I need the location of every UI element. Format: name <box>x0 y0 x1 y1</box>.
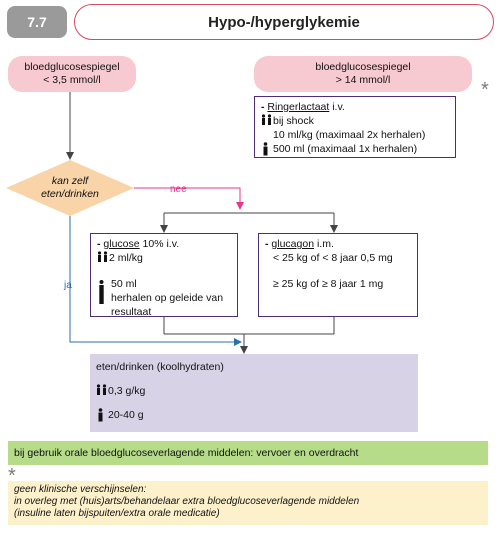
ringer-heading: - Ringerlactaat i.v. <box>261 101 345 113</box>
glucose-box: - glucose 10% i.v. 2 ml/kg 50 ml herhale… <box>90 233 238 319</box>
glucagon-rule-1: < 25 kg of < 8 jaar 0,5 mg <box>273 252 393 264</box>
adult-icon <box>96 408 108 426</box>
adult-icon <box>261 142 273 160</box>
glucagon-box: - glucagon i.m. < 25 kg of < 8 jaar 0,5 … <box>258 233 418 317</box>
glucose-heading: - glucose 10% i.v. <box>97 238 180 250</box>
children-icon <box>96 384 108 400</box>
label-no: nee <box>170 184 187 195</box>
page-title: Hypo-/hyperglykemie <box>74 4 494 40</box>
arrow-no <box>134 187 244 210</box>
glucagon-heading: - glucagon i.m. <box>265 238 334 250</box>
footnote-box: geen klinische verschijnselen: in overle… <box>8 481 488 525</box>
glucose-drug: glucose <box>103 238 140 250</box>
glucagon-drug: glucagon <box>271 238 315 250</box>
section-number-badge: 7.7 <box>7 6 67 38</box>
decision-diamond <box>6 160 134 216</box>
decision-text: kan zelf eten/drinken <box>41 175 99 200</box>
eat-drink-box: eten/drinken (koolhydraten) 0,3 g/kg 20-… <box>90 354 418 432</box>
children-icon <box>261 114 273 130</box>
ringer-drug: Ringerlactaat <box>267 101 330 113</box>
condition-high-line1: bloedglucosespiegel <box>315 61 411 73</box>
children-icon <box>97 251 109 267</box>
food-child-dose: 0,3 g/kg <box>96 384 412 400</box>
footnote-star-icon: * <box>481 79 489 101</box>
footnote-star-icon: * <box>8 465 16 487</box>
condition-high-line2: > 14 mmol/l <box>335 74 391 86</box>
food-adult-dose: 20-40 g <box>96 408 412 426</box>
label-yes: ja <box>64 280 72 291</box>
condition-low-line2: < 3,5 mmol/l <box>43 74 101 86</box>
ringer-adult-dose: 500 ml (maximaal 1x herhalen) <box>261 142 449 160</box>
glucose-adult-dose: 50 ml herhalen op geleide van resultaat <box>97 277 231 319</box>
glucagon-rule-2: ≥ 25 kg of ≥ 8 jaar 1 mg <box>273 278 384 290</box>
arrow-yes <box>69 216 242 346</box>
glucose-child-dose: 2 ml/kg <box>97 251 231 267</box>
condition-high-glucose: bloedglucosespiegel > 14 mmol/l <box>254 56 472 92</box>
condition-low-line1: bloedglucosespiegel <box>24 61 120 73</box>
food-title: eten/drinken (koolhydraten) <box>96 361 224 373</box>
transport-handover-bar: bij gebruik orale bloedglucoseverlagende… <box>8 441 488 465</box>
adult-icon <box>97 279 109 309</box>
condition-low-glucose: bloedglucosespiegel < 3,5 mmol/l <box>8 56 136 92</box>
